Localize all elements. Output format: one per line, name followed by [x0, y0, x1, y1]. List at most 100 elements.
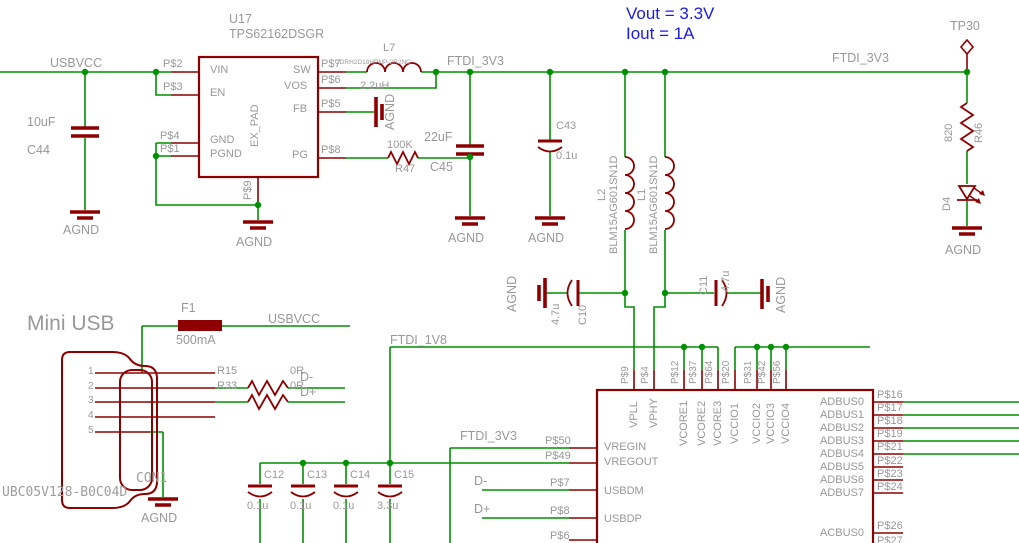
ground-label: AGND	[141, 511, 178, 525]
cap-ref: C12	[264, 469, 285, 481]
ferrite-l1-symbol	[664, 156, 675, 230]
pin-name: VCCIO2	[751, 403, 763, 444]
ground-label: AGND	[945, 243, 982, 257]
pin-name: VPLL	[628, 401, 640, 428]
pin-name: ADBUS0	[819, 396, 864, 408]
pin-name: GND	[210, 134, 235, 146]
ground-label: AGND	[236, 235, 273, 249]
resistor-symbols	[247, 102, 975, 411]
pin-number: P$12	[670, 360, 681, 384]
cap-ref: C10	[577, 304, 589, 325]
pin-name: ADBUS4	[819, 448, 864, 460]
pin-number: P$42	[757, 360, 768, 384]
pin-number: P$18	[877, 415, 903, 427]
ferrite-ref: L1	[636, 188, 648, 201]
pin-name: PGND	[210, 148, 242, 160]
usb-connector-body	[61, 351, 158, 509]
usb-title: Mini USB	[27, 312, 115, 335]
pin-number: P$5	[321, 98, 341, 110]
usb-part: UBC05V128-B0C04D	[2, 485, 128, 500]
resistor-value: 100K	[387, 139, 413, 151]
pin-number: P$21	[877, 441, 903, 453]
ground-symbols	[70, 97, 982, 507]
ground-label: AGND	[528, 231, 565, 245]
cap-value: 4.7u	[720, 270, 732, 292]
cap-value: 0.1u	[556, 150, 578, 162]
resistor-ref: R33	[217, 380, 238, 392]
net-label-ftdi3v3-ic: FTDI_3V3	[460, 429, 517, 443]
pin-number: P$4	[640, 366, 651, 384]
resistor-value: 0R	[290, 380, 305, 392]
fuse-ref: F1	[181, 301, 196, 315]
pin-name: VCORE2	[696, 400, 708, 446]
cap-value: 10uF	[27, 115, 56, 129]
net-label-dminus: D-	[300, 370, 314, 384]
pin-name: ACBUS0	[819, 527, 864, 539]
pin-name: VREGOUT	[604, 456, 659, 468]
cap-ref: C43	[556, 120, 577, 132]
pin-number: P$2	[163, 58, 183, 70]
pin-number: P$9	[242, 180, 254, 200]
cap-value: 0.1u	[290, 500, 312, 512]
pin-name: VCCIO1	[729, 403, 741, 444]
usb-pin-number: 2	[88, 381, 94, 392]
pin-number: P$50	[545, 435, 571, 447]
pin-number: P$27	[877, 535, 903, 543]
ground-label: AGND	[505, 275, 519, 312]
cap-value: 0.1u	[333, 500, 355, 512]
fuse-body	[178, 320, 222, 331]
usb-pin-number: 1	[88, 366, 94, 377]
pin-name: EN	[210, 87, 226, 99]
net-label-usbvcc-top: USBVCC	[50, 56, 103, 70]
pin-number: P$31	[743, 360, 754, 384]
ground-label: AGND	[448, 231, 485, 245]
usb-pin-number: 3	[88, 395, 94, 406]
pin-number: P$23	[877, 468, 903, 480]
pin-number: P$56	[772, 360, 783, 384]
pin-number: P$17	[877, 402, 903, 414]
pin-name: ADBUS2	[819, 422, 864, 434]
pin-name: EX_PAD	[249, 104, 261, 147]
pin-number: P$6	[321, 74, 341, 86]
pin-number: P$4	[160, 130, 180, 142]
pin-name: VREGIN	[604, 441, 647, 453]
pin-number: P$7	[550, 477, 570, 489]
pin-number: P$16	[877, 389, 903, 401]
pin-number: P$19	[877, 428, 903, 440]
pin-number: P$1	[160, 143, 180, 155]
pin-name: VCCIO3	[765, 403, 777, 444]
pin-name: ADBUS3	[819, 435, 864, 447]
pin-number: P$9	[620, 366, 631, 384]
pin-name: USBDM	[604, 485, 644, 497]
pin-number: P$64	[704, 360, 715, 384]
inductor-part: CDRH2D18HPNP-2R2NC	[335, 59, 411, 66]
usb-ref: CON1	[136, 471, 168, 486]
regulator-part: TPS62162DSGR	[229, 27, 325, 41]
pin-name: FB	[293, 103, 308, 115]
cap-ref: C15	[394, 469, 415, 481]
pin-number: P$7	[321, 58, 341, 70]
net-label-dminus-ic: D-	[474, 474, 488, 488]
ferrite-part: BLM15AG601SN1D	[608, 155, 620, 254]
resistor-ref: R15	[217, 365, 238, 377]
led-ref: D4	[941, 196, 953, 211]
annotation-vout: Vout = 3.3V	[626, 4, 715, 23]
pin-name: VCORE1	[678, 400, 690, 446]
pin-name: ADBUS6	[819, 474, 864, 486]
pin-name: PG	[292, 149, 308, 161]
resistor-value: 820	[943, 123, 955, 142]
inductor-ref: L7	[383, 42, 396, 54]
pin-name: VCCIO4	[780, 403, 792, 444]
pin-number: P$3	[163, 81, 183, 93]
pin-name: VOS	[284, 80, 308, 92]
usb-pin-number: 5	[88, 425, 94, 436]
ground-label: AGND	[774, 276, 788, 313]
ic-body	[595, 388, 875, 543]
regulator-body	[197, 55, 320, 179]
cap-ref: C13	[307, 469, 328, 481]
testpoint-diamond	[959, 38, 975, 56]
cap-value: 4.7u	[550, 303, 562, 325]
pin-number: P$26	[877, 520, 903, 532]
